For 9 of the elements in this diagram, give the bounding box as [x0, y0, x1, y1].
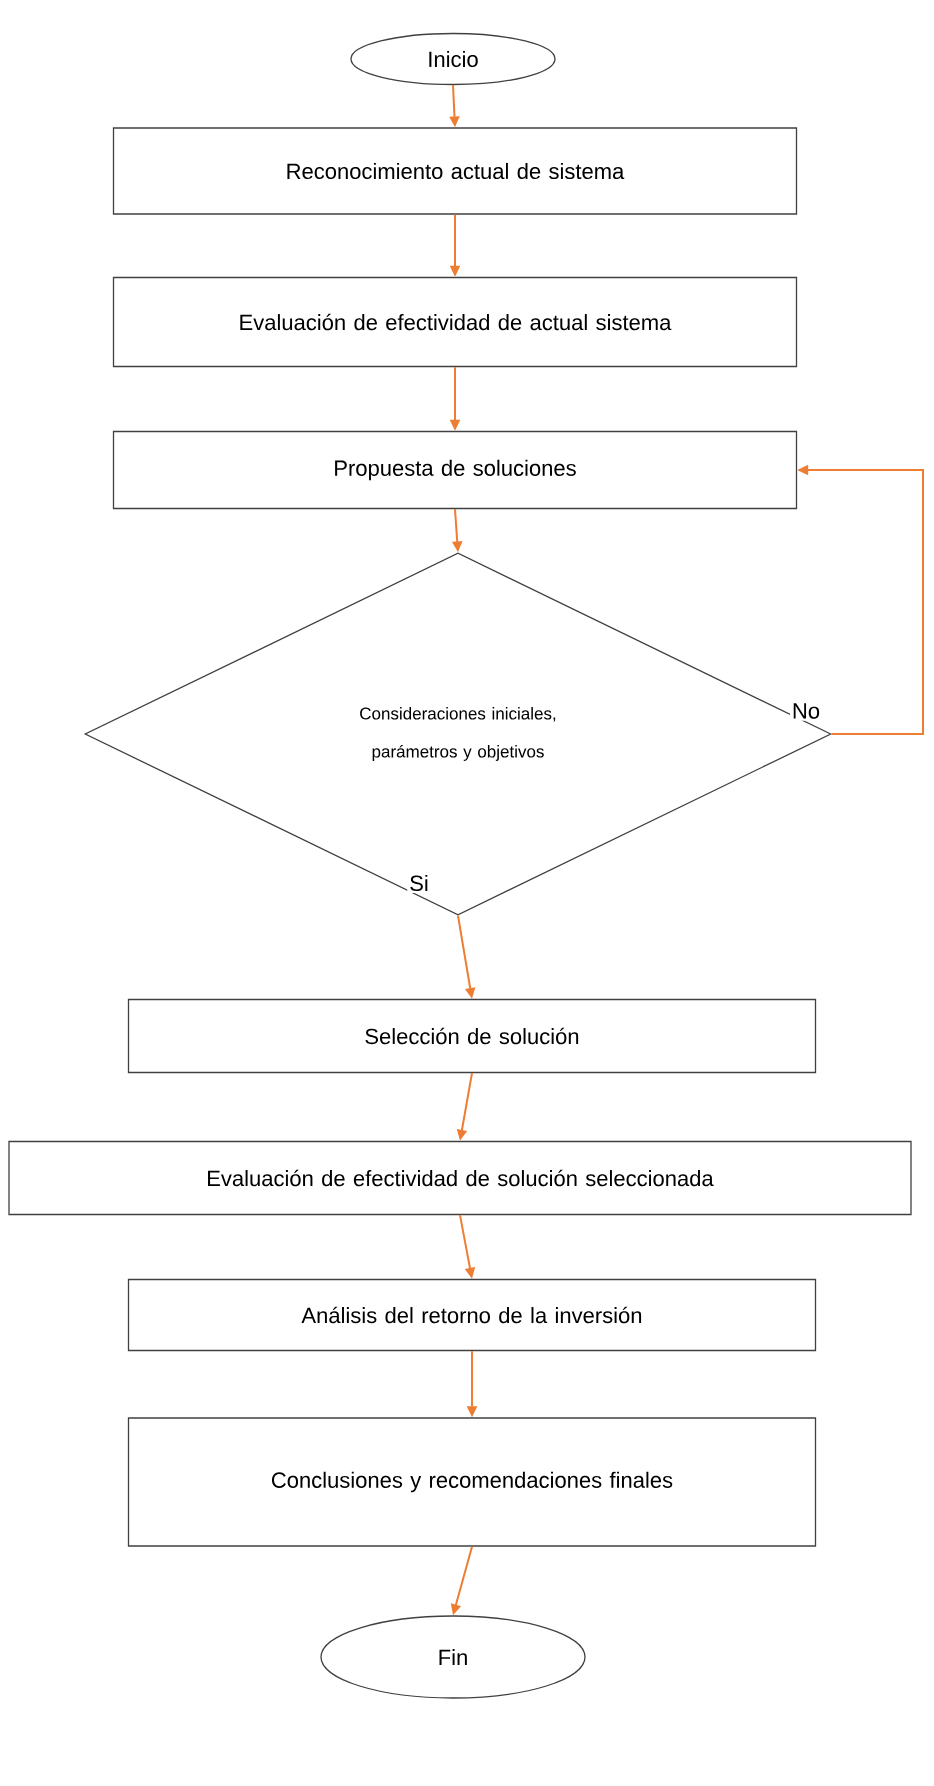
edge-label: No	[789, 701, 823, 721]
process-box: Conclusiones y recomendaciones finales	[127, 1417, 817, 1547]
edge-label: Si	[407, 872, 431, 894]
process-box: Selección de solución	[127, 998, 817, 1074]
process-box: Propuesta de soluciones	[112, 430, 798, 510]
process-box: Evaluación de efectividad de actual sistema	[112, 276, 798, 368]
process-box: Análisis del retorno de la inversión	[127, 1278, 817, 1352]
process-box: Evaluación de efectividad de solución seleccionada	[8, 1140, 912, 1216]
process-box: Reconocimiento actual de sistema	[112, 127, 798, 215]
